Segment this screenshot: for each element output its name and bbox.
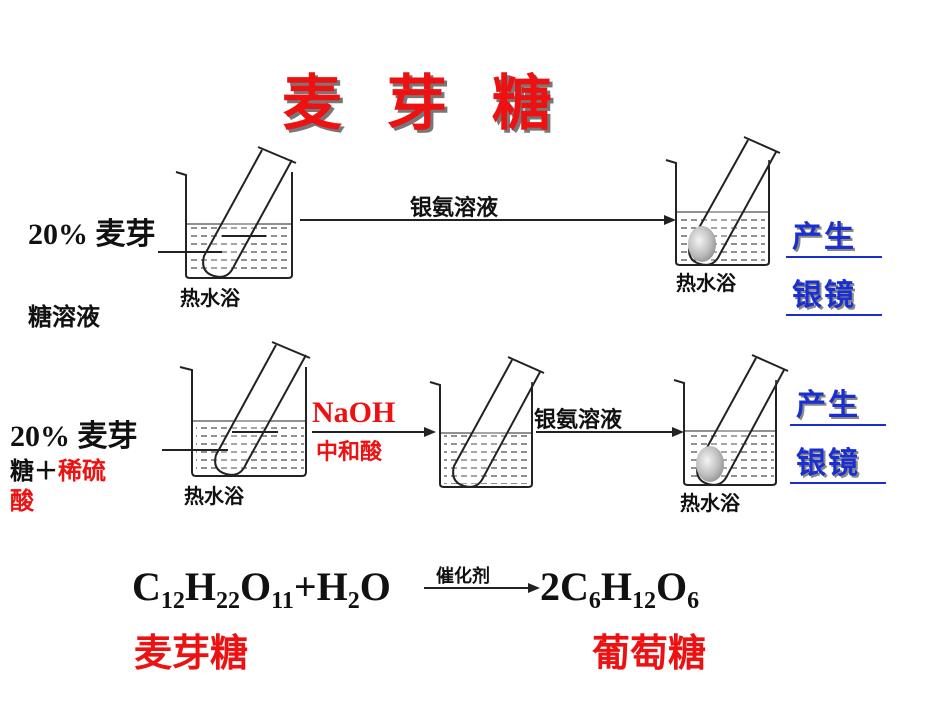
naoh-label: NaOH (312, 396, 396, 429)
row1-result-line1: 产生 (792, 220, 856, 255)
row2-bath-right: 热水浴 (680, 491, 740, 515)
test-tube-row2-right (696, 354, 789, 486)
reactant-name: 麦芽糖 (134, 631, 249, 675)
catalyst-label: 催化剂 (436, 566, 490, 587)
silver-mirror-icon (696, 446, 724, 482)
row2-result-line1: 产生 (796, 388, 860, 423)
silver-mirror-icon (688, 226, 716, 262)
beaker-row2-left (179, 366, 307, 477)
row1-bath-left: 热水浴 (180, 286, 240, 310)
arrow-row2-a (312, 427, 436, 437)
test-tube-row1-right (688, 136, 781, 266)
row1-input-label: 20% 麦芽 (28, 218, 156, 251)
row1-reagent-label: 银氨溶液 (410, 196, 499, 221)
products: 2C6H12O6 (540, 564, 700, 614)
reactants: C12H22O11+H2O (132, 564, 391, 614)
row2-result-underline-2 (790, 482, 886, 484)
row2-input-label-line1: 20% 麦芽 (10, 420, 138, 453)
row1-input-label-line3: 糖溶液 (28, 303, 100, 331)
arrow-row2-b (536, 427, 684, 437)
row2-result-underline-1 (790, 424, 886, 426)
reaction-arrow (424, 583, 540, 593)
row1-result-line2: 银镜 (792, 278, 856, 313)
row1-result-underline-1 (786, 256, 882, 258)
row2-bath-left: 热水浴 (184, 484, 244, 508)
test-tube-row1-left (202, 146, 297, 278)
beaker-row2-middle (429, 381, 533, 488)
row1-bath-right: 热水浴 (676, 271, 736, 295)
row2-reagent-label: 银氨溶液 (534, 408, 623, 433)
row2-result-line2: 银镜 (796, 446, 860, 481)
test-tube-row2-left (214, 341, 311, 476)
row2-input-label-line3: 酸 (10, 487, 34, 515)
product-name: 葡萄糖 (592, 631, 707, 675)
page-title: 麦 芽 糖 (282, 69, 564, 139)
test-tube-row2-middle (452, 356, 545, 488)
row2-input-label-line2: 糖＋稀硫 (10, 457, 106, 485)
arrow-row1 (300, 215, 676, 225)
neutralize-label: 中和酸 (316, 440, 383, 465)
row1-result-underline-2 (786, 314, 882, 316)
